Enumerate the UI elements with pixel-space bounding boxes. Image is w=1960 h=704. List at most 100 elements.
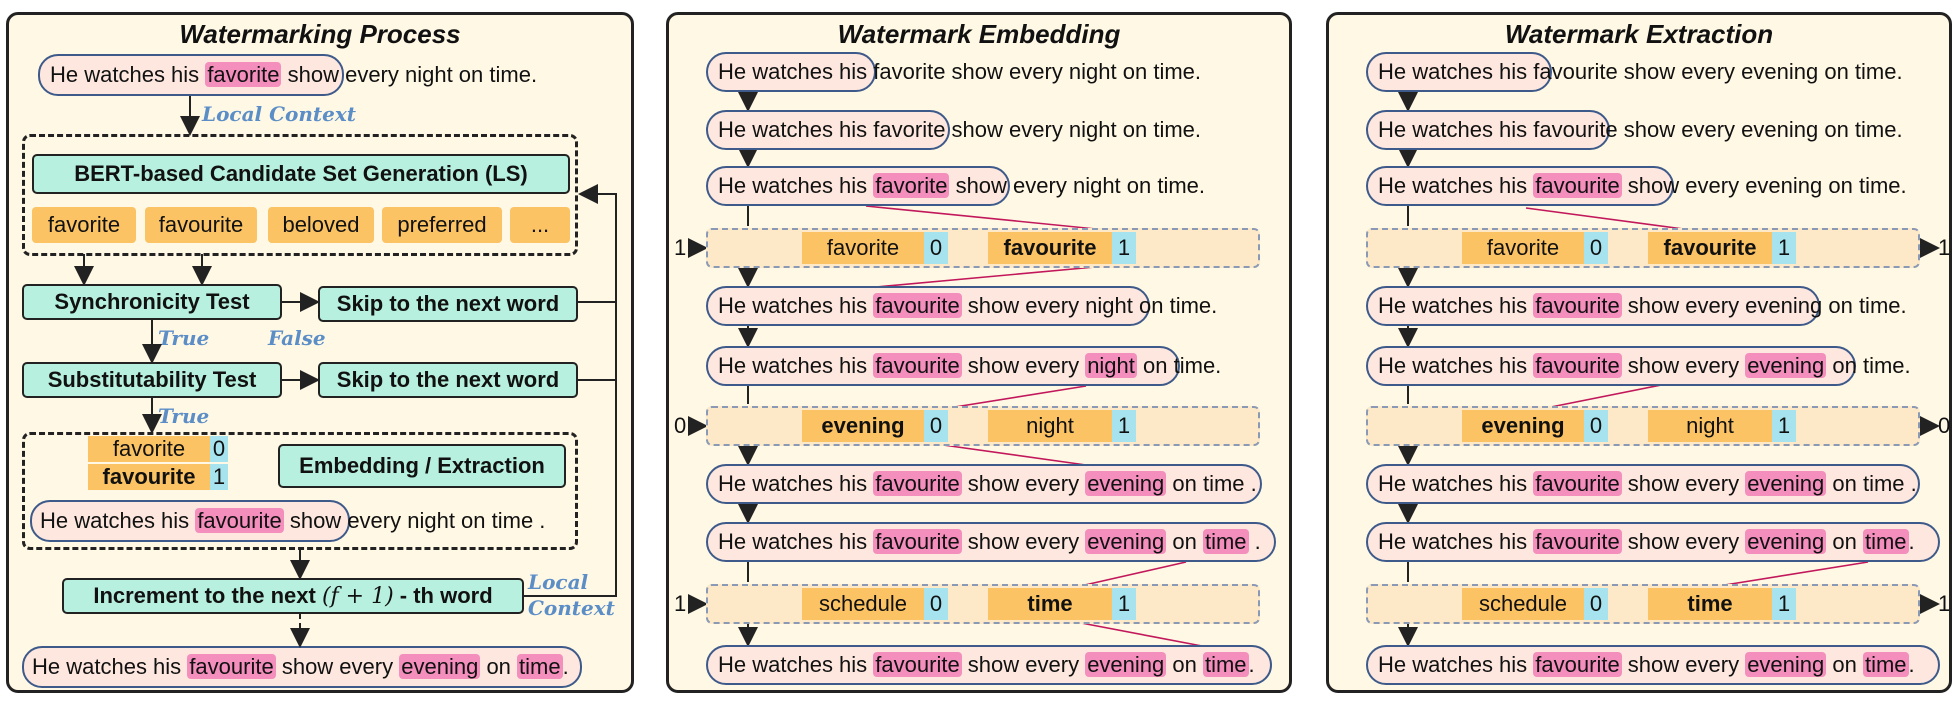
sentence-text: He watches his — [718, 652, 874, 677]
embedding-extraction-box: Embedding / Extraction — [278, 444, 566, 488]
sentence-text: show — [1621, 173, 1680, 198]
bit-box: 0 — [924, 232, 948, 264]
sentence-text: every night on time. — [1006, 173, 1206, 198]
bit-input: 0 — [674, 413, 687, 438]
sentence-text: on time. — [1822, 293, 1907, 318]
candidate-row — [706, 406, 1260, 446]
context-oval — [1366, 522, 1940, 562]
highlight-word: favourite — [873, 652, 962, 677]
false-label: False — [268, 326, 326, 350]
candidate-box: night — [1648, 410, 1772, 442]
sentence-row: He watches his favourite show every even… — [1378, 522, 1915, 562]
sentence-row: He watches his favorite show every night… — [718, 110, 1201, 150]
highlight-word: time — [517, 654, 563, 679]
bit-box: 0 — [1584, 588, 1608, 620]
highlight-word: favourite — [873, 353, 962, 378]
highlight-word: evening — [1745, 652, 1827, 677]
bit-box: 1 — [1772, 232, 1796, 264]
highlight-word: favourite — [195, 508, 284, 533]
sentence-text: show every — [961, 652, 1086, 677]
candidate-box: favorite — [1462, 232, 1584, 264]
sentence-text: He watches his — [1378, 353, 1534, 378]
candidate-box: night — [988, 410, 1112, 442]
sentence-row: He watches his favourite show every even… — [718, 645, 1255, 685]
context-oval — [1366, 464, 1920, 504]
context-oval — [1366, 110, 1610, 150]
highlight-word: evening — [1085, 471, 1167, 496]
ls-dashed-box — [22, 134, 578, 256]
sentence-text: on — [1826, 529, 1863, 554]
local-context-label: Local Context — [202, 102, 357, 126]
bit-input: 1 — [674, 235, 687, 260]
highlight-word: favourite — [187, 654, 276, 679]
highlight-word: favorite — [205, 62, 282, 87]
mapping-line — [875, 265, 1107, 288]
bit-box: 0 — [1584, 410, 1608, 442]
sentence-text: He watches his — [1378, 471, 1534, 496]
context-oval — [706, 645, 1272, 685]
sentence-text: show every — [961, 471, 1086, 496]
highlight-word: favourite — [873, 529, 962, 554]
sentence-text: time. — [1167, 353, 1222, 378]
sentence-row: He watches his favourite show every even… — [1378, 645, 1915, 685]
context-oval — [706, 52, 876, 92]
top-sentence: He watches his favorite show every night… — [50, 62, 538, 87]
embed-sentence: He watches his favourite show every nigh… — [40, 508, 546, 533]
bit-input: 1 — [674, 591, 687, 616]
final-sentence: He watches his favourite show every even… — [32, 654, 569, 679]
highlight-word: time — [1202, 652, 1249, 677]
sentence-text: on time — [1826, 471, 1905, 496]
bit-box: 1 — [1772, 410, 1796, 442]
context-oval — [1366, 52, 1552, 92]
sentence-row: He watches his favourite show every even… — [718, 464, 1257, 504]
candidate-box: ... — [510, 207, 570, 243]
sentence-text: show every — [961, 353, 1086, 378]
highlight-word: favourite — [873, 293, 962, 318]
sentence-text: every evening on time. — [1679, 173, 1907, 198]
sentence-text: show every — [961, 529, 1086, 554]
sentence-text: on time. — [1132, 293, 1218, 318]
sentence-row: He watches his favourite show every even… — [718, 522, 1261, 562]
sentence-text: He watches his — [718, 471, 874, 496]
candidate-box: schedule — [1462, 588, 1584, 620]
sentence-row: He watches his favourite show every even… — [1378, 110, 1903, 150]
sentence-text: on — [1826, 652, 1863, 677]
sentence-text: He watches his — [1378, 293, 1534, 318]
context-oval — [30, 500, 350, 542]
candidate-row — [1366, 406, 1920, 446]
sentence-text: He watches his — [718, 173, 874, 198]
highlight-word: favourite — [1533, 652, 1622, 677]
context-oval — [706, 166, 1010, 206]
highlight-word: favorite — [873, 173, 950, 198]
bit-box: 1 — [1112, 410, 1136, 442]
candidate-row — [706, 584, 1260, 624]
sentence-text: He watches his — [1378, 529, 1534, 554]
sentence-text: . — [1248, 529, 1261, 554]
sentence-text: He watches his favorite — [718, 117, 946, 142]
sentence-row: He watches his favorite show every night… — [718, 166, 1205, 206]
sentence-text: He watches his — [718, 353, 874, 378]
bit-box: 0 — [924, 410, 948, 442]
mapping-line — [935, 443, 1087, 466]
sentence-text: time. — [1856, 353, 1911, 378]
candidate-box: evening — [802, 410, 924, 442]
sentence-text: show every — [1621, 652, 1746, 677]
skip-next-word-box: Skip to the next word — [318, 286, 578, 322]
highlight-word: evening — [1745, 529, 1827, 554]
ls-title-box: BERT-based Candidate Set Generation (LS) — [32, 154, 570, 194]
substitutability-test-box: Substitutability Test — [22, 362, 282, 398]
bit-box: 0 — [210, 436, 228, 462]
panel-title: Watermark Extraction — [1504, 19, 1774, 49]
bit-box: 1 — [1112, 588, 1136, 620]
highlight-word: favourite — [1533, 173, 1622, 198]
sentence-text: show every — [1621, 529, 1746, 554]
sentence-text: favourite show every evening on time. — [1527, 59, 1903, 84]
candidate-row — [1366, 584, 1920, 624]
sentence-text: favorite show every night on time. — [867, 59, 1202, 84]
candidate-box: favorite — [32, 207, 136, 243]
highlight-word: favourite — [1533, 293, 1622, 318]
bit-box: 1 — [1112, 232, 1136, 264]
sentence-text: . — [1908, 529, 1915, 554]
highlight-word: favourite — [1533, 471, 1622, 496]
